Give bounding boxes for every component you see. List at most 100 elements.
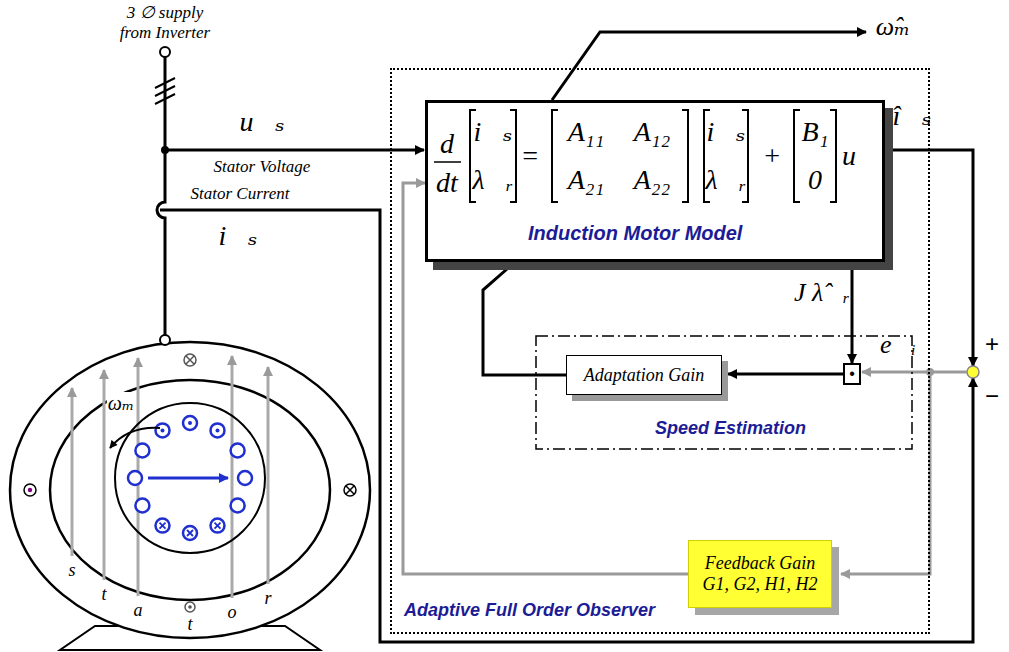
bracket [830, 110, 836, 202]
winding-dot [188, 605, 192, 609]
rotor-bar [183, 526, 197, 540]
stator-letter: a [134, 600, 143, 621]
dot-mark [216, 428, 220, 432]
winding-cross [184, 354, 196, 366]
equation-term: = [521, 140, 540, 172]
rotation-arrow [110, 428, 160, 448]
node-text: Adaptation Gain [584, 365, 705, 386]
bracket [794, 110, 800, 202]
bracket [682, 110, 688, 202]
error-wire [862, 371, 967, 374]
rotor-bar [231, 444, 245, 458]
error-wire [841, 372, 930, 574]
stator-letter: t [187, 614, 192, 635]
region-outline [536, 336, 912, 449]
winding-dot [24, 484, 36, 496]
stator-voltage-wire [165, 149, 424, 152]
dot-mark [188, 421, 192, 425]
feedback-gain-box: Feedback GainG1, G2, H1, H2 [688, 540, 832, 608]
error-symbol: e⃗ᵢ [880, 330, 916, 360]
motor-terminal [160, 335, 170, 345]
winding-cross [344, 484, 356, 496]
connector [483, 262, 566, 375]
sum-sign: + [985, 330, 999, 358]
stator-field-arrow [71, 388, 74, 556]
voltage-symbol: u⃗ₛ [239, 106, 284, 138]
equation-term: λ⃗ᵣ [706, 164, 747, 196]
equation-term: λ⃗ᵣ [473, 164, 514, 196]
node-text: Speed Estimation [655, 418, 806, 439]
phase-slash [155, 94, 175, 104]
equation-term: A₂₁ [568, 164, 605, 196]
winding-dot [185, 602, 195, 612]
equation-term: dt [436, 167, 458, 199]
stator-bore [50, 380, 330, 600]
winding-cross [186, 356, 194, 364]
rotor-bar [211, 519, 225, 533]
equation-term: A₂₂ [634, 164, 671, 196]
matrix-brackets [470, 110, 836, 202]
winding-dot [28, 488, 32, 492]
output-symbol: ω̂ₘ [876, 12, 910, 42]
current-crosses [160, 523, 221, 536]
supply-label: 3 ∅ supply from Inverter [95, 3, 235, 42]
rotor-bar [128, 471, 142, 485]
stator-letter: s [68, 560, 75, 581]
cross-mark [187, 530, 193, 536]
stator-field-arrow [267, 367, 270, 584]
speed-symbol: ωₘ [107, 392, 135, 415]
node-text: G1, G2, H1, H2 [703, 574, 818, 595]
stator-letter: o [228, 602, 237, 623]
stator-letter: t [101, 584, 106, 605]
summing-junction [967, 366, 979, 378]
equation-term: i⃗ₛ [474, 116, 513, 148]
connector [851, 262, 854, 363]
rotor-bar [135, 444, 149, 458]
edge-label: J λ̂⃗ᵣ [794, 278, 850, 308]
stator-field-arrow [231, 356, 234, 598]
equation-term: B₁ [802, 116, 829, 148]
rotor-bar [156, 423, 170, 437]
cross-mark [215, 523, 221, 529]
cross-mark [160, 523, 166, 529]
rotor [115, 403, 265, 553]
current-dots [161, 421, 220, 432]
node-text: Induction Motor Model [528, 222, 742, 245]
signal-name: Stator Current [190, 184, 289, 204]
equation-term: 0 [808, 164, 822, 196]
speed-estimation-region: Speed Estimation Adaptation Gain • [535, 335, 913, 450]
rotor-bars [128, 416, 252, 540]
dot-mark [161, 428, 165, 432]
equation-term: u⃗ [842, 140, 878, 172]
equation-term: i⃗ₛ [707, 116, 746, 148]
dot-product-box: • [843, 363, 861, 385]
output-symbol: î⃗ₛ [893, 100, 932, 132]
supply-terminal [160, 47, 170, 57]
equation-term: A₁₂ [634, 116, 671, 148]
rotor-bar [238, 471, 252, 485]
gain-box: Adaptation Gain [566, 355, 722, 395]
equation-term: d [440, 128, 454, 160]
node-text: • [849, 366, 855, 382]
rotor-flux-arrow [148, 477, 228, 480]
speed-output-wire [552, 32, 866, 100]
sum-sign: − [985, 382, 999, 410]
rotor-bar [156, 519, 170, 533]
rotor-bar [135, 499, 149, 513]
node-text: Adaptive Full Order Observer [404, 600, 655, 621]
rotor-bar [183, 416, 197, 430]
equation-term: + [763, 140, 782, 172]
rotor-bar [231, 499, 245, 513]
stator-outer [10, 342, 370, 638]
stator-letter: r [264, 588, 271, 609]
fraction-bar [434, 161, 461, 163]
stator-field-arrow [103, 370, 106, 580]
node-text: Feedback Gain [705, 553, 815, 574]
rotor-bar [211, 423, 225, 437]
winding-cross [346, 486, 354, 494]
current-symbol: i⃗ₛ [219, 220, 258, 252]
equation-term: A₁₁ [568, 116, 605, 148]
